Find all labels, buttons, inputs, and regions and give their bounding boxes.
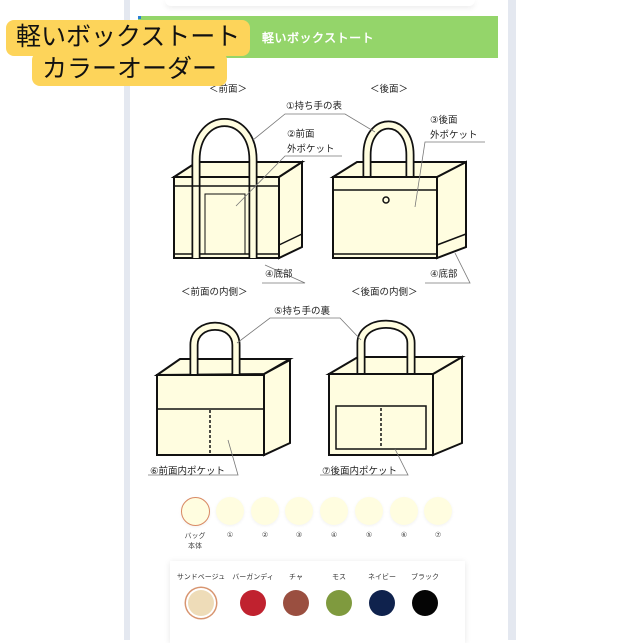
part-swatch[interactable]: [320, 497, 348, 525]
label-handle-inner: ⑤持ち手の裏: [274, 306, 331, 317]
front-bag-body: [173, 176, 280, 259]
color-name: ネイビー: [368, 573, 396, 581]
color-swatch[interactable]: [326, 590, 352, 616]
label-front-inner-pocket: ⑥前面内ポケット: [150, 466, 226, 477]
label-handle-outer: ①持ち手の表: [286, 101, 343, 112]
part-6[interactable]: ⑥: [387, 497, 421, 540]
color-swatch[interactable]: [369, 590, 395, 616]
part-bag-body[interactable]: バッグ本体: [178, 497, 212, 551]
part-label: ②: [261, 531, 269, 539]
color-option-navy[interactable]: ネイビー: [357, 572, 407, 616]
part-swatch[interactable]: [216, 497, 244, 525]
color-option-burgundy[interactable]: バーガンディ: [228, 572, 278, 616]
part-label: バッグ: [184, 532, 206, 540]
label-back-outer-pocket-line2: 外ポケット: [430, 130, 478, 141]
color-swatch[interactable]: [188, 590, 214, 616]
part-5[interactable]: ⑤: [352, 497, 386, 540]
snap-button: [382, 196, 390, 204]
part-label: ③: [295, 531, 303, 539]
part-1[interactable]: ①: [213, 497, 247, 540]
color-option-moss[interactable]: モス: [314, 572, 364, 616]
color-option-brown[interactable]: チャ: [271, 572, 321, 616]
part-swatch[interactable]: [390, 497, 418, 525]
part-label: ⑤: [365, 531, 373, 539]
part-4[interactable]: ④: [317, 497, 351, 540]
view-label-back: ＜後面＞: [370, 84, 409, 95]
part-label: ⑦: [434, 531, 442, 539]
part-label: ④: [330, 531, 338, 539]
color-name: バーガンディ: [232, 573, 274, 581]
back-bag-body: [332, 176, 438, 259]
part-label: 本体: [188, 542, 202, 550]
label-bottom-front: ④底部: [265, 269, 293, 280]
part-7[interactable]: ⑦: [421, 497, 455, 540]
part-swatch[interactable]: [285, 497, 313, 525]
color-swatch[interactable]: [283, 590, 309, 616]
part-swatch[interactable]: [180, 497, 210, 526]
color-swatch[interactable]: [240, 590, 266, 616]
label-front-outer-pocket-line2: 外ポケット: [287, 144, 335, 155]
section-title: 軽いボックストート: [262, 31, 375, 45]
overlay-title-line2: カラーオーダー: [32, 52, 228, 86]
header-marker: [138, 16, 141, 19]
part-swatch[interactable]: [424, 497, 452, 525]
label-back-outer-pocket-line1: ③後面: [430, 115, 458, 126]
color-name: ブラック: [411, 573, 439, 581]
previous-card-edge: [165, 0, 475, 6]
part-label: ①: [226, 531, 234, 539]
page-frame-right-edge: [508, 0, 516, 640]
view-label-back-inside: ＜後面の内側＞: [351, 287, 418, 298]
overlay-title-line1: 軽いボックストート: [6, 20, 251, 56]
page-frame-left-edge: [124, 0, 130, 640]
color-option-black[interactable]: ブラック: [400, 572, 450, 616]
color-palette: サンドベージュ バーガンディ チャ モス ネイビー ブラック: [170, 561, 465, 643]
part-2[interactable]: ②: [248, 497, 282, 540]
view-label-front-inside: ＜前面の内側＞: [181, 287, 248, 298]
part-3[interactable]: ③: [282, 497, 316, 540]
color-name: モス: [332, 573, 346, 581]
label-front-outer-pocket-line1: ②前面: [287, 129, 315, 140]
color-name: サンドベージュ: [176, 573, 226, 581]
view-label-front: ＜前面＞: [209, 84, 248, 95]
label-bottom-back: ④底部: [430, 269, 458, 280]
part-label: ⑥: [400, 531, 408, 539]
part-swatch[interactable]: [355, 497, 383, 525]
part-swatch[interactable]: [251, 497, 279, 525]
color-swatch[interactable]: [412, 590, 438, 616]
color-option-sand-beige[interactable]: サンドベージュ: [176, 572, 226, 616]
label-back-inner-pocket: ⑦後面内ポケット: [322, 466, 398, 477]
color-name: チャ: [289, 573, 303, 581]
